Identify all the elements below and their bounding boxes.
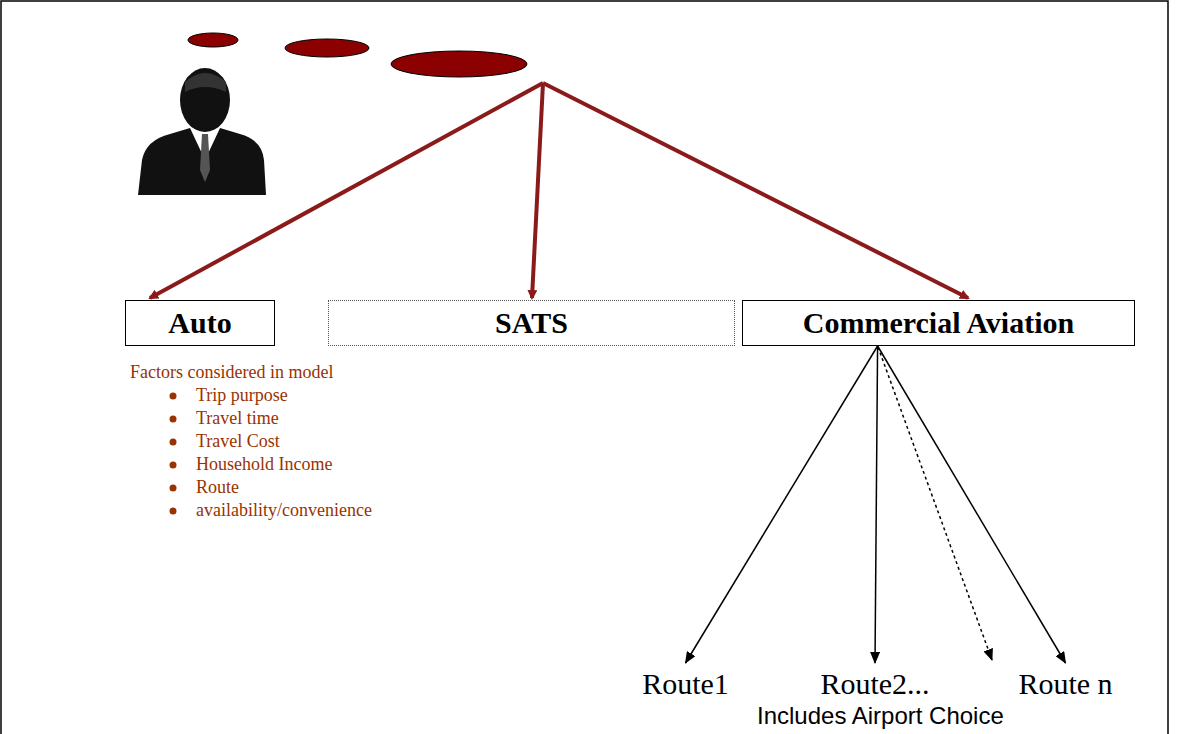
traveller-figure — [138, 68, 266, 195]
factor-label: Factors considered in model — [130, 363, 333, 383]
choice-arrow — [543, 83, 968, 298]
mode-box: SATS — [328, 300, 735, 346]
route-arrow — [686, 346, 878, 663]
thought-bubble — [391, 51, 527, 77]
factor-label: Travel time — [196, 409, 279, 429]
factor-label: Trip purpose — [196, 386, 288, 406]
route-node: Route1 — [640, 665, 731, 701]
factor-label: Household Income — [196, 455, 332, 475]
choice-arrow — [532, 83, 543, 298]
dotted-route-arrow — [878, 347, 992, 660]
mode-box: Auto — [125, 300, 275, 346]
node-text: Route2... — [820, 667, 929, 700]
bullets — [170, 393, 177, 515]
route-arrow — [875, 346, 878, 663]
factor-label: availability/convenience — [196, 501, 372, 521]
node-text: Auto — [168, 306, 231, 340]
choice-arrow — [150, 83, 543, 298]
thought-bubble — [188, 33, 238, 47]
mode-box: Commercial Aviation — [742, 300, 1135, 346]
note-label: Includes Airport Choice — [757, 703, 1004, 729]
route-node: Route2... — [818, 665, 932, 701]
route-arrow — [878, 346, 1066, 663]
node-text: SATS — [495, 306, 568, 340]
node-text: Commercial Aviation — [803, 306, 1074, 340]
node-text: Route1 — [642, 667, 729, 700]
route-node: Route n — [1016, 665, 1115, 701]
factor-label: Route — [196, 478, 239, 498]
node-text: Route n — [1018, 667, 1112, 700]
factor-label: Travel Cost — [196, 432, 280, 452]
thought-bubble — [285, 39, 369, 57]
